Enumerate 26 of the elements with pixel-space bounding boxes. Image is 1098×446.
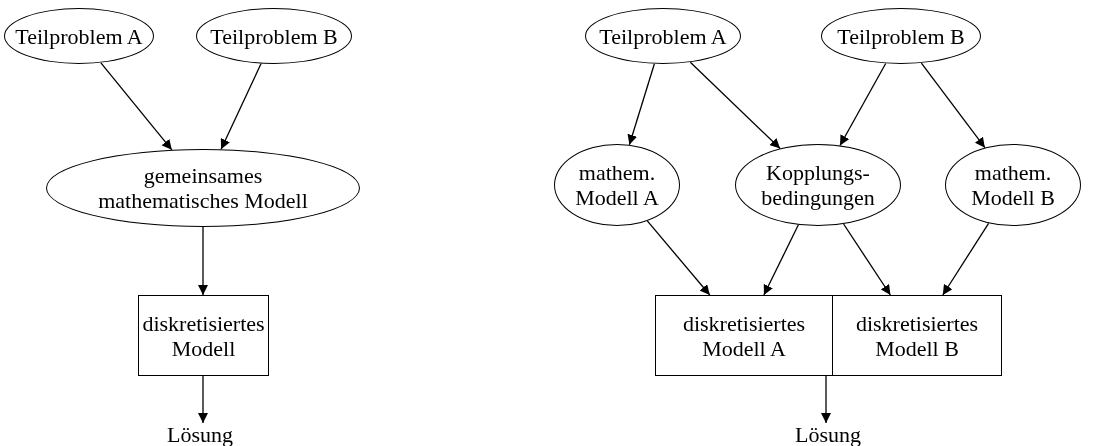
arrow (646, 220, 711, 296)
node-label: mathem. Modell B (970, 160, 1056, 210)
node-label: diskretisiertes Modell B (854, 310, 980, 361)
node-label: Teilproblem B (836, 23, 966, 49)
arrow (942, 222, 990, 296)
result-label: Lösung (795, 422, 861, 446)
node-label: diskretisiertes Modell (141, 310, 266, 361)
node-label: Teilproblem B (209, 23, 339, 49)
arrow (920, 62, 986, 149)
arrow (627, 63, 656, 146)
arrow (220, 62, 262, 150)
arrow (763, 224, 800, 296)
node-label: gemeinsames mathematisches Modell (97, 163, 309, 213)
node-label: Teilproblem A (598, 23, 728, 49)
arrow (100, 62, 173, 151)
node-label: Kopplungs-bedingungen (760, 160, 876, 210)
node-label: Teilproblem A (14, 23, 144, 49)
process-box (832, 295, 1002, 376)
arrow (821, 375, 831, 424)
arrow (198, 375, 208, 424)
node-label: diskretisiertes Modell A (681, 310, 807, 361)
process-box (655, 295, 833, 376)
result-label: Lösung (167, 422, 233, 446)
node-label: mathem. Modell A (574, 160, 660, 210)
arrow (198, 226, 208, 296)
process-box (138, 295, 269, 376)
